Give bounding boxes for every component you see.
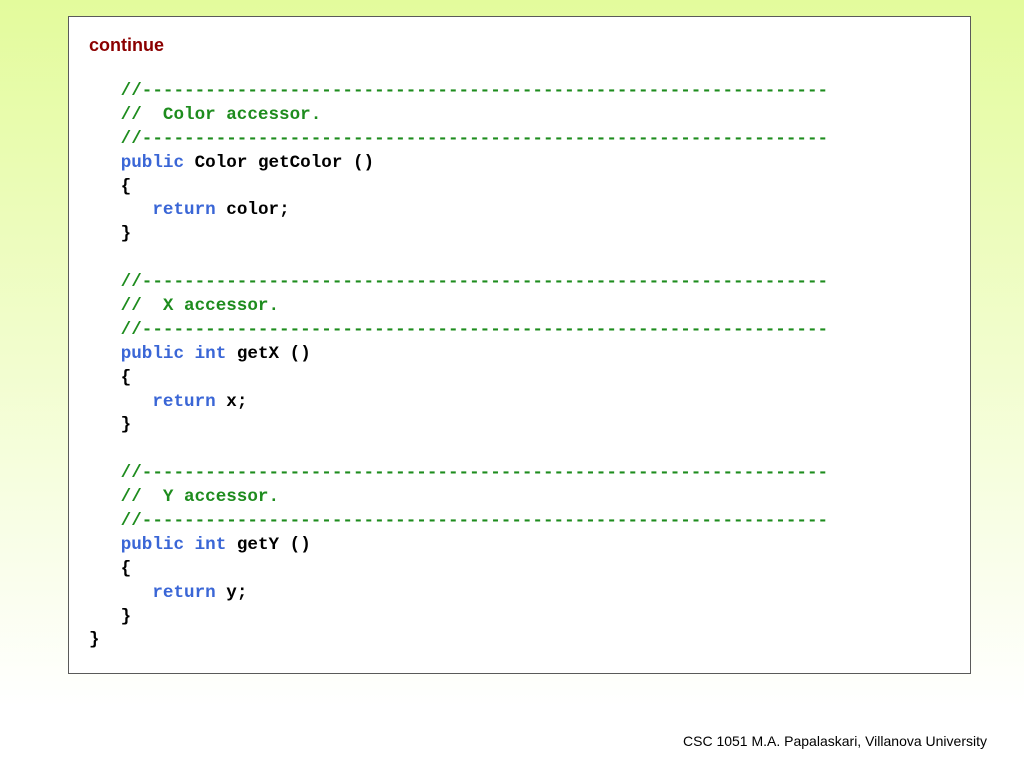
code-line: //--------------------------------------…	[89, 271, 828, 295]
code-token-plain: }	[89, 415, 132, 436]
code-line: //--------------------------------------…	[89, 80, 828, 104]
code-line: return x;	[89, 391, 828, 415]
code-token-plain: }	[89, 606, 132, 627]
code-token-plain: {	[89, 176, 132, 197]
code-token-plain: {	[89, 367, 132, 388]
code-line: return color;	[89, 199, 828, 223]
code-token-plain: getY ()	[226, 534, 311, 555]
code-line: //--------------------------------------…	[89, 462, 828, 486]
code-line: // Color accessor.	[89, 104, 828, 128]
code-token-plain	[184, 535, 195, 555]
code-token-keyword: public	[120, 152, 185, 173]
code-token-keyword: int	[194, 534, 227, 555]
code-token-plain	[89, 583, 152, 603]
code-token-comment: //--------------------------------------…	[89, 272, 829, 293]
code-token-plain	[89, 153, 121, 173]
code-token-plain	[89, 344, 121, 364]
code-token-keyword: return	[152, 200, 216, 221]
code-token-keyword: public	[120, 343, 185, 364]
code-token-plain: {	[89, 558, 132, 579]
code-token-comment: // Y accessor.	[89, 487, 280, 508]
code-token-plain	[89, 392, 152, 412]
code-token-plain: color;	[215, 200, 290, 221]
code-token-comment: //--------------------------------------…	[89, 81, 829, 101]
code-line: // X accessor.	[89, 295, 828, 319]
code-line: public int getY ()	[89, 534, 828, 558]
code-token-plain: }	[89, 630, 100, 651]
code-line	[89, 247, 828, 271]
code-token-plain: y;	[215, 582, 248, 603]
slide-footer: CSC 1051 M.A. Papalaskari, Villanova Uni…	[683, 733, 987, 749]
code-token-keyword: public	[120, 534, 185, 555]
code-line: return y;	[89, 582, 828, 606]
code-token-keyword: int	[194, 343, 227, 364]
code-listing: //--------------------------------------…	[89, 80, 828, 653]
code-line: }	[89, 629, 828, 653]
code-token-plain: x;	[215, 391, 248, 412]
code-line: //--------------------------------------…	[89, 319, 828, 343]
code-token-plain	[184, 344, 195, 364]
code-token-keyword: return	[152, 391, 216, 412]
code-line: }	[89, 606, 828, 630]
code-token-keyword: return	[152, 582, 216, 603]
code-token-comment: //--------------------------------------…	[89, 128, 829, 149]
code-token-plain: getX ()	[226, 343, 311, 364]
code-line: //--------------------------------------…	[89, 510, 828, 534]
slide-heading: continue	[89, 35, 164, 55]
code-line: //--------------------------------------…	[89, 128, 828, 152]
slide-content-frame: continue //-----------------------------…	[68, 16, 971, 674]
code-line: {	[89, 176, 828, 200]
code-token-comment: // Color accessor.	[89, 104, 322, 125]
code-token-comment: //--------------------------------------…	[89, 511, 829, 532]
code-line: // Y accessor.	[89, 486, 828, 510]
code-token-plain	[89, 535, 121, 555]
code-token-comment: //--------------------------------------…	[89, 463, 829, 484]
code-token-plain: }	[89, 224, 132, 245]
code-line	[89, 438, 828, 462]
code-line: public Color getColor ()	[89, 152, 828, 176]
code-token-comment: //--------------------------------------…	[89, 319, 829, 340]
code-line: }	[89, 223, 828, 247]
code-line: public int getX ()	[89, 343, 828, 367]
code-token-plain: Color getColor ()	[184, 152, 375, 173]
code-line: {	[89, 367, 828, 391]
code-token-comment: // X accessor.	[89, 296, 280, 317]
code-line: {	[89, 558, 828, 582]
code-token-plain	[89, 200, 152, 220]
code-line: }	[89, 414, 828, 438]
